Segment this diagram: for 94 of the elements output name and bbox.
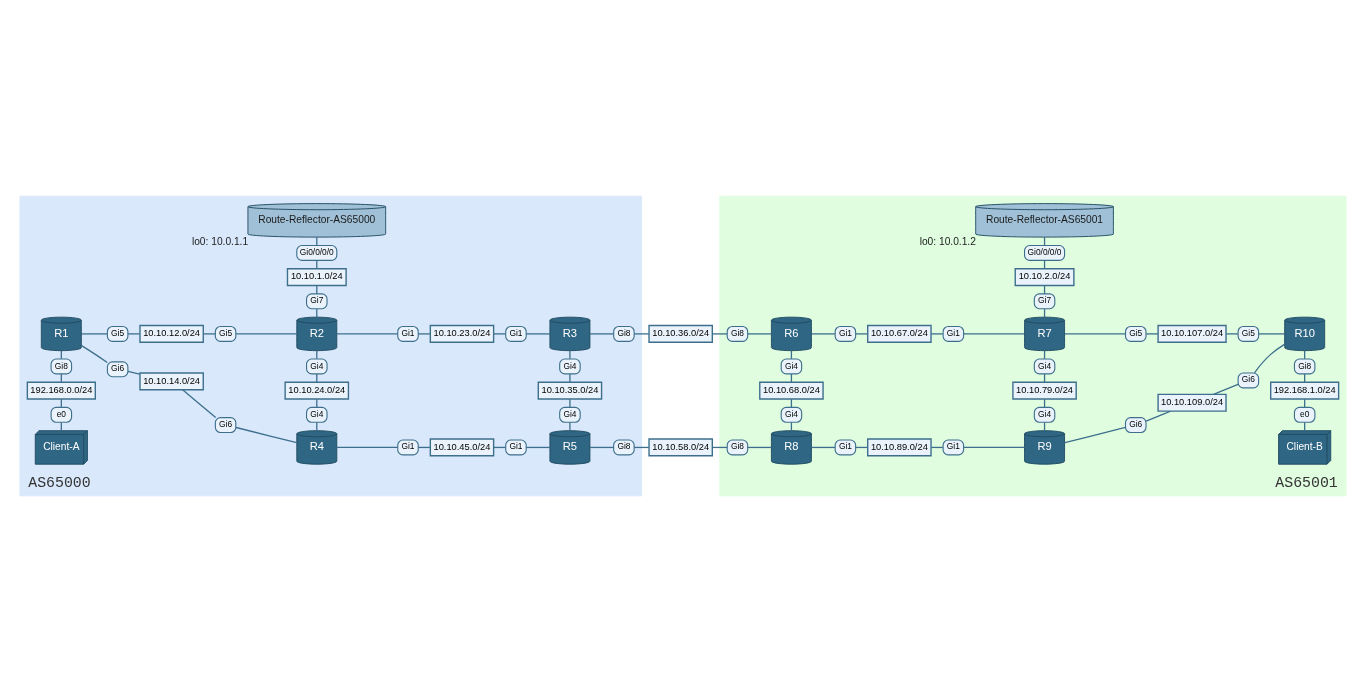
connector xyxy=(1064,332,1126,335)
node-box: 10.10.67.0/24 xyxy=(867,324,932,343)
node-box: Gi4 xyxy=(306,357,328,374)
connector xyxy=(1145,410,1172,422)
connector xyxy=(855,332,868,335)
connector xyxy=(1212,383,1239,395)
connector xyxy=(493,332,507,335)
node-label: lo0: 10.0.1.2 xyxy=(919,235,976,247)
connector xyxy=(810,446,836,448)
connector xyxy=(235,332,298,335)
connector xyxy=(127,332,141,335)
node-box: Gi6 xyxy=(1237,371,1260,388)
node-box: Gi4 xyxy=(559,357,581,374)
connector xyxy=(963,332,1026,335)
connector xyxy=(589,332,615,335)
node-box: Gi4 xyxy=(1033,357,1056,374)
node-box: 10.10.58.0/24 xyxy=(648,437,714,456)
connector xyxy=(569,421,571,431)
node-box: e0 xyxy=(1293,406,1316,423)
node-box: Gi1 xyxy=(942,438,965,455)
node-box: Gi0/0/0/0 xyxy=(1024,244,1066,261)
node-box: Gi8 xyxy=(613,438,635,455)
connector xyxy=(525,446,551,448)
node-box: Gi5 xyxy=(1237,325,1260,342)
connector xyxy=(930,332,944,335)
node-box: 10.10.109.0/24 xyxy=(1157,393,1227,412)
node-box: Gi8 xyxy=(613,325,635,342)
node-box: Gi4 xyxy=(780,357,803,374)
node-box: Gi1 xyxy=(397,325,419,342)
node-box: Gi5 xyxy=(1124,325,1147,342)
node-box: Gi1 xyxy=(397,438,419,455)
connector xyxy=(336,446,399,448)
node-box: Gi4 xyxy=(306,406,328,423)
node-box: 10.10.12.0/24 xyxy=(139,324,204,343)
node-box: 10.10.89.0/24 xyxy=(867,437,932,456)
connector xyxy=(1064,426,1126,443)
connector xyxy=(80,332,108,335)
node-box: 10.10.14.0/24 xyxy=(139,371,204,390)
node-box: Gi8 xyxy=(1293,357,1316,374)
node-box: Gi0/0/0/0 xyxy=(296,244,338,261)
node-box: 10.10.35.0/24 xyxy=(537,381,603,400)
connector xyxy=(569,349,571,359)
connector xyxy=(181,388,217,418)
node-box: 10.10.2.0/24 xyxy=(1014,267,1075,286)
node-label: lo0: 10.0.1.1 xyxy=(191,235,249,247)
node-box: 10.10.36.0/24 xyxy=(648,324,714,343)
node-box: Gi1 xyxy=(505,438,527,455)
connector xyxy=(1145,332,1159,335)
node-box: 10.10.1.0/24 xyxy=(286,267,347,286)
node-box: Gi5 xyxy=(214,325,237,342)
connector xyxy=(711,332,728,335)
connector xyxy=(1253,343,1286,373)
node-box: Gi4 xyxy=(1033,406,1056,423)
node-box: 10.10.45.0/24 xyxy=(429,437,495,456)
connector xyxy=(127,370,141,375)
connector xyxy=(1225,332,1239,335)
node-box: 192.168.0.0/24 xyxy=(26,381,96,400)
node-box: Gi4 xyxy=(780,406,803,423)
node-box: Gi1 xyxy=(834,438,857,455)
connector xyxy=(525,332,551,335)
connector xyxy=(569,372,571,383)
node-box: Gi1 xyxy=(505,325,527,342)
connector xyxy=(569,398,571,408)
node-box: 10.10.79.0/24 xyxy=(1012,381,1077,400)
node-box: Gi6 xyxy=(1124,416,1147,433)
connector xyxy=(417,332,431,335)
node-box: Gi7 xyxy=(1033,292,1056,309)
connector xyxy=(336,332,399,335)
node-box: Gi8 xyxy=(726,438,749,455)
node-box: Gi5 xyxy=(106,325,129,342)
node-box: 192.168.1.0/24 xyxy=(1270,381,1340,400)
node-box: Gi1 xyxy=(834,325,857,342)
node-box: Gi7 xyxy=(306,292,328,309)
connector xyxy=(589,446,615,448)
node-box: 10.10.23.0/24 xyxy=(429,324,495,343)
connector xyxy=(202,332,216,335)
connector xyxy=(747,446,772,448)
connector xyxy=(810,332,836,335)
node-box: 10.10.68.0/24 xyxy=(759,381,824,400)
connector xyxy=(633,332,650,335)
node-box: Gi4 xyxy=(559,406,581,423)
connector xyxy=(1258,332,1286,335)
node-box: 10.10.24.0/24 xyxy=(284,381,350,400)
connector xyxy=(235,426,298,443)
node-box: e0 xyxy=(50,406,73,423)
node-box: Gi1 xyxy=(942,325,965,342)
node-box: Gi6 xyxy=(214,416,237,433)
connector xyxy=(80,344,108,363)
node-box: Gi8 xyxy=(726,325,749,342)
node-box: 10.10.107.0/24 xyxy=(1157,324,1227,343)
node-box: Gi6 xyxy=(106,360,129,377)
connector xyxy=(963,446,1026,448)
node-box: Gi8 xyxy=(50,357,73,374)
connector xyxy=(747,332,772,335)
